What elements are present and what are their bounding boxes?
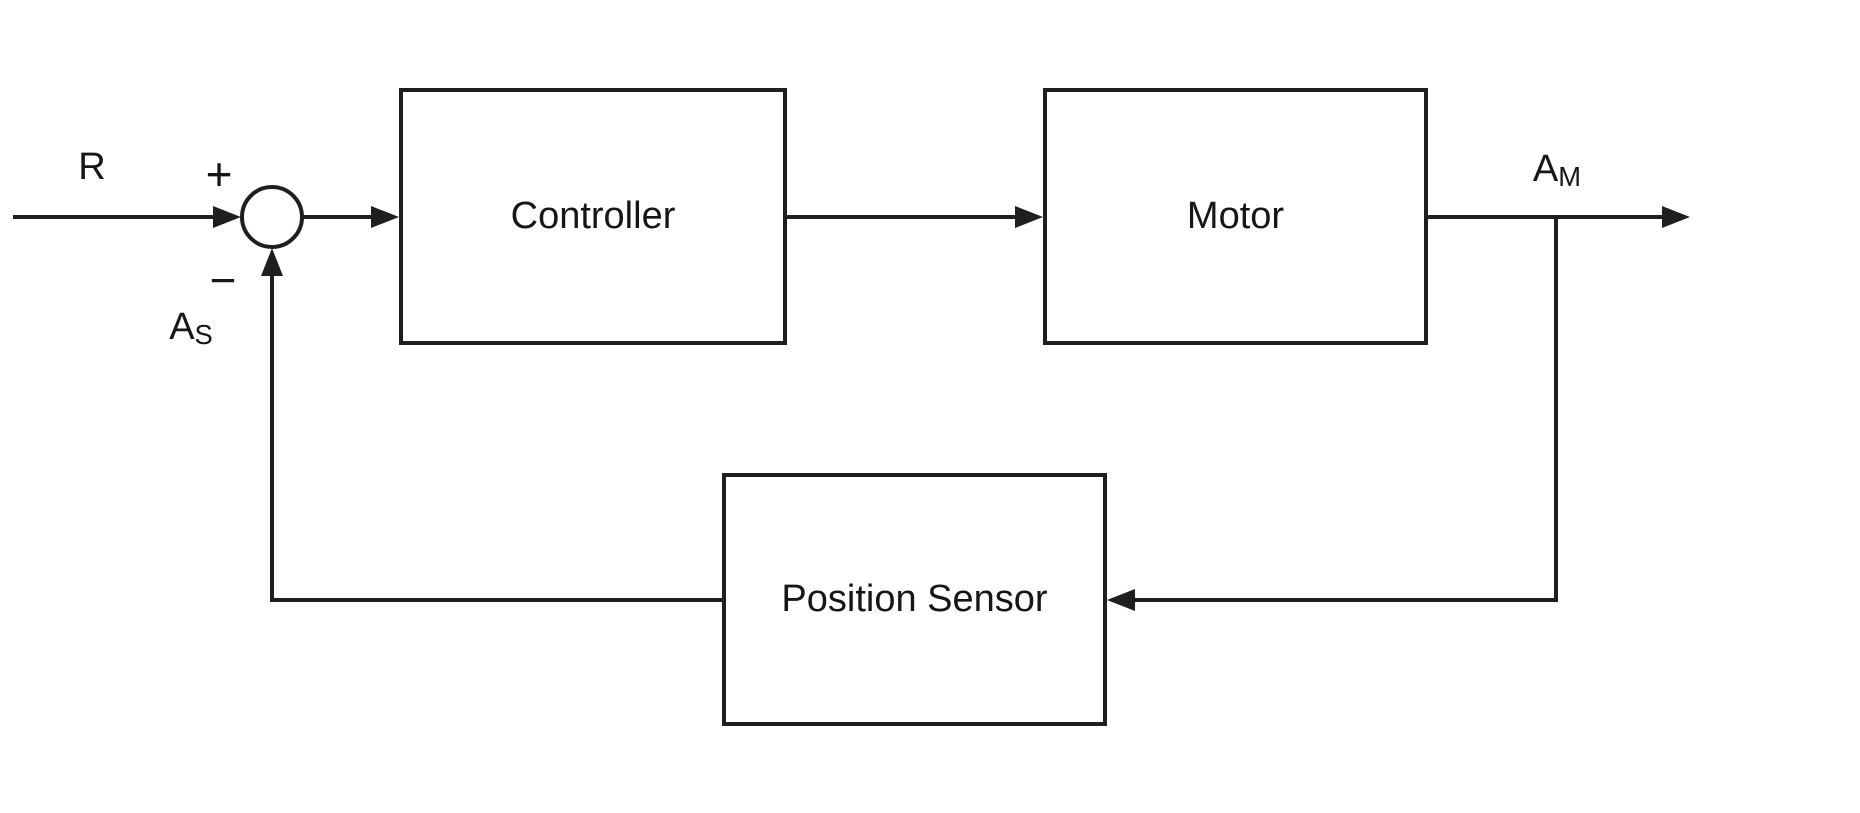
position-sensor-label: Position Sensor [781, 578, 1048, 620]
output-signal-base: A [1532, 148, 1559, 190]
motor-label: Motor [1186, 195, 1285, 237]
arrowhead-right-icon [371, 206, 399, 228]
arrowhead-right-icon [1015, 206, 1043, 228]
input-line [13, 215, 215, 219]
arrowhead-left-icon [1107, 589, 1135, 611]
motor-block: Motor [1043, 88, 1428, 345]
plus-sign-label: + [205, 148, 233, 200]
minus-sign-label: − [209, 254, 237, 306]
feedback-left-line [270, 598, 722, 602]
controller-to-motor-line [785, 215, 1018, 219]
arrowhead-right-icon [1662, 206, 1690, 228]
arrowhead-up-icon [261, 248, 283, 276]
output-line [1426, 215, 1665, 219]
output-signal-label: AM [1532, 148, 1581, 190]
controller-label: Controller [510, 195, 676, 237]
feedback-signal-subscript: S [194, 318, 213, 350]
feedback-tap-line [1554, 217, 1558, 602]
output-signal-subscript: M [1558, 160, 1582, 192]
feedback-up-line [270, 274, 274, 602]
feedback-right-line [1130, 598, 1558, 602]
feedback-signal-base: A [169, 306, 195, 348]
reference-signal-label: R [78, 146, 106, 188]
arrowhead-right-icon [213, 206, 241, 228]
position-sensor-block: Position Sensor [722, 473, 1107, 726]
sum-to-controller-line [301, 215, 374, 219]
summing-junction [240, 185, 304, 249]
feedback-signal-label: AS [169, 306, 213, 348]
controller-block: Controller [399, 88, 787, 345]
